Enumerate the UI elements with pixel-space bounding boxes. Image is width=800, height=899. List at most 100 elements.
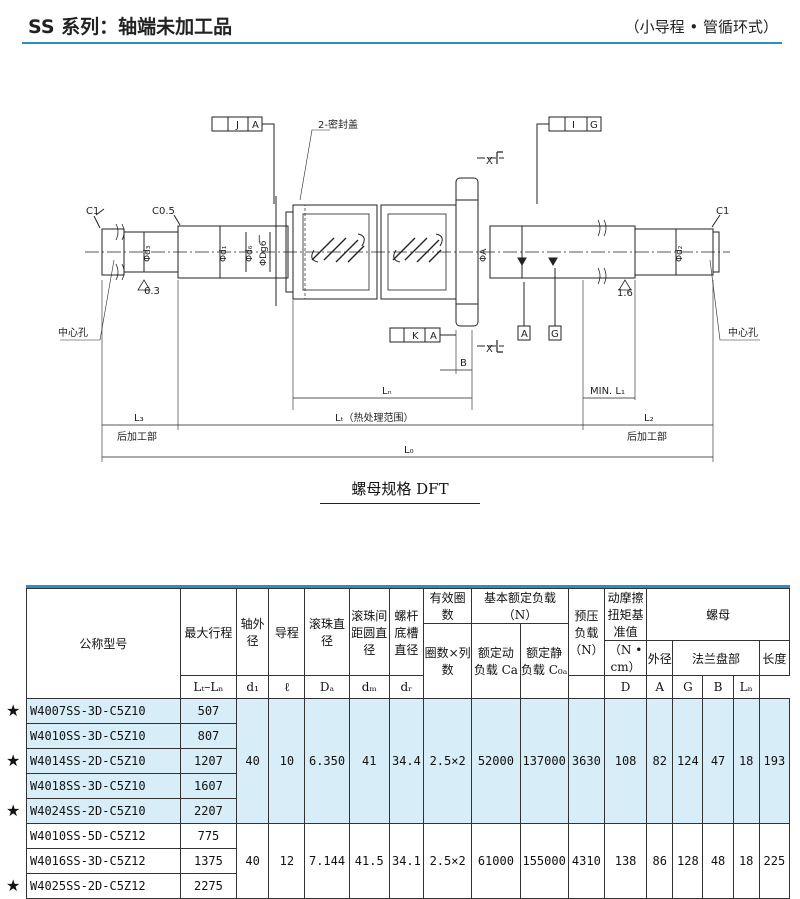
svg-text:B: B — [460, 358, 467, 369]
stroke-cell: 507 — [179, 698, 238, 724]
svg-text:后加工部: 后加工部 — [117, 430, 157, 443]
stroke-cell: 775 — [179, 823, 238, 849]
svg-text:Φd₆: Φd₆ — [245, 245, 255, 262]
left-shaft — [177, 225, 289, 279]
svg-text:MIN. L₁: MIN. L₁ — [590, 386, 625, 397]
spec-d-cell: 82 — [646, 698, 674, 824]
model-cell: W4025SS-2D-C5Z12 — [26, 873, 181, 899]
spec-dm-cell: 41.5 — [348, 823, 390, 899]
hdr-coa: 额定静负载 C₀ₐ — [519, 623, 569, 699]
spec-coa-cell: 155000 — [519, 823, 569, 899]
stroke-cell: 2275 — [179, 873, 238, 899]
flange — [455, 177, 479, 327]
right-end — [712, 231, 720, 273]
svg-text:G: G — [551, 329, 559, 340]
svg-text:ΦA: ΦA — [479, 248, 489, 262]
svg-text:中心孔: 中心孔 — [728, 326, 758, 339]
hdr-ball: 滚珠直径 — [304, 588, 350, 676]
seal-left — [285, 211, 294, 293]
spec-a-cell: 128 — [672, 823, 704, 899]
spec-da-cell: 6.350 — [304, 698, 350, 824]
stroke-cell: 1607 — [179, 773, 238, 799]
spec-dr-cell: 34.1 — [388, 823, 425, 899]
spec-da-cell: 7.144 — [304, 823, 350, 899]
spec-ca-cell: 52000 — [471, 698, 521, 824]
hdr-turns: 有效圈数 — [423, 588, 473, 624]
page-subtitle: （小导程 • 管循环式） — [624, 18, 778, 36]
hdr-ca: 额定动负载 Ca — [471, 623, 521, 699]
svg-text:A: A — [521, 329, 528, 340]
spec-coa-cell: 137000 — [519, 698, 569, 824]
hdr-nut: 螺母 — [646, 588, 790, 641]
spec-a-cell: 124 — [672, 698, 704, 824]
svg-text:I: I — [572, 120, 575, 131]
page-title: SS 系列：轴端未加工品 — [28, 16, 233, 38]
spec-ln-cell: 193 — [758, 698, 791, 824]
spec-lead-cell: 12 — [268, 823, 306, 899]
svg-text:ΦDg6: ΦDg6 — [259, 240, 269, 266]
svg-text:C0.5: C0.5 — [152, 206, 175, 217]
hdr-pcd: 滚珠间距圆直径 — [348, 588, 390, 676]
svg-text:X: X — [486, 156, 493, 167]
spec-lead-cell: 10 — [268, 698, 306, 824]
svg-text:G: G — [590, 120, 598, 131]
spec-dr-cell: 34.4 — [388, 698, 425, 824]
model-cell: W4014SS-2D-C5Z10 — [26, 748, 181, 774]
spec-ca-cell: 61000 — [471, 823, 521, 899]
model-cell: W4010SS-3D-C5Z10 — [26, 723, 181, 749]
svg-text:K: K — [412, 331, 419, 342]
svg-text:J: J — [235, 120, 239, 131]
spec-preload-cell: 3630 — [567, 698, 605, 824]
hdr-len: 长度 — [758, 640, 791, 676]
spec-g-cell: 47 — [702, 698, 734, 824]
spec-torque-cell: 138 — [603, 823, 648, 899]
spec-turns-cell: 2.5×2 — [423, 698, 473, 824]
hdr-preload: 预压负载（N） — [567, 588, 605, 676]
svg-text:L₀: L₀ — [404, 445, 414, 456]
spec-d1-cell: 40 — [236, 698, 270, 824]
spec-dm-cell: 41 — [348, 698, 390, 824]
stroke-cell: 1207 — [179, 748, 238, 774]
svg-text:Φd₃: Φd₃ — [143, 245, 153, 262]
spec-d-cell: 86 — [646, 823, 674, 899]
spec-turns-cell: 2.5×2 — [423, 823, 473, 899]
svg-text:X: X — [486, 344, 493, 355]
svg-text:Φd₂: Φd₂ — [675, 245, 685, 262]
model-cell: W4010SS-5D-C5Z12 — [26, 823, 181, 849]
model-cell: W4024SS-2D-C5Z10 — [26, 798, 181, 824]
seal-label: 2-密封盖 — [318, 118, 358, 131]
svg-text:L₃: L₃ — [134, 413, 144, 424]
svg-text:l: l — [258, 235, 261, 245]
stroke-cell: 1375 — [179, 848, 238, 874]
hdr-torque-unit: （N • cm） — [603, 640, 648, 676]
return-tubes — [311, 233, 443, 263]
spec-ln-cell: 225 — [758, 823, 791, 899]
spec-b-cell: 18 — [732, 823, 760, 899]
spec-d1-cell: 40 — [236, 823, 270, 899]
svg-text:C1: C1 — [86, 206, 99, 217]
model-cell: W4018SS-3D-C5Z10 — [26, 773, 181, 799]
star-icon: ★ — [6, 701, 21, 720]
hdr-outer: 外径 — [646, 640, 674, 676]
svg-text:A: A — [252, 120, 259, 131]
hdr-shaft: 轴外径 — [236, 588, 270, 676]
model-cell: W4016SS-3D-C5Z12 — [26, 848, 181, 874]
table-top-rule — [26, 585, 790, 588]
hdr-flange: 法兰盘部 — [672, 640, 760, 676]
hdr-lead: 导程 — [268, 588, 306, 676]
hdr-stroke: 最大行程 — [179, 588, 238, 676]
hdr-root: 螺杆底槽直径 — [388, 588, 425, 676]
stroke-cell: 2207 — [179, 798, 238, 824]
svg-text:Φd₁: Φd₁ — [219, 245, 229, 262]
star-icon: ★ — [6, 801, 21, 820]
page-header: SS 系列：轴端未加工品 （小导程 • 管循环式） — [22, 8, 782, 44]
hdr-turns2: 圈数×列数 — [423, 623, 473, 699]
star-icon: ★ — [6, 751, 21, 770]
